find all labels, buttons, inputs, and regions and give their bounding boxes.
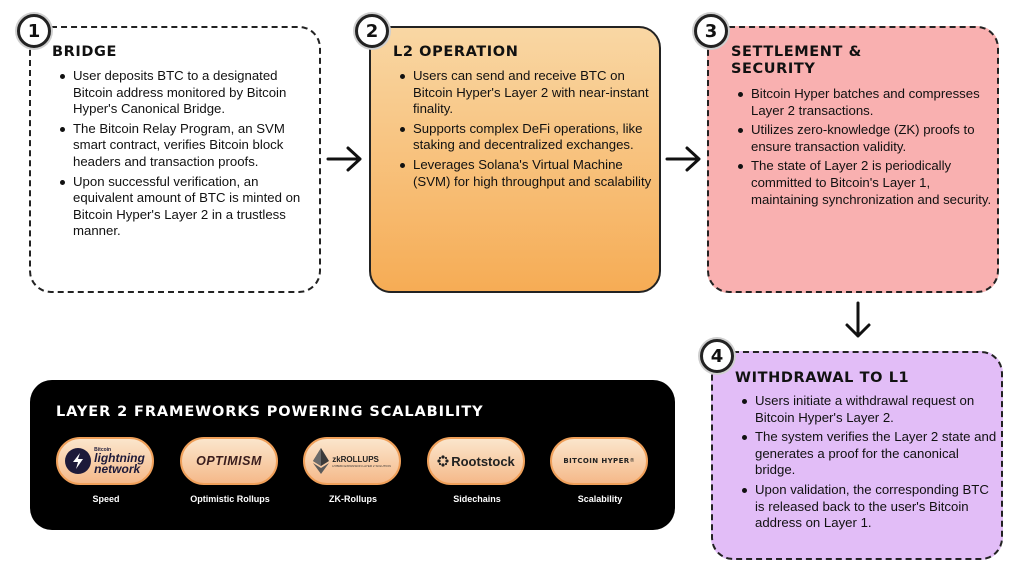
step-card-settlement-security: SETTLEMENT & SECURITY Bitcoin Hyper batc… — [707, 26, 999, 293]
step-number-badge: 2 — [355, 14, 389, 48]
frameworks-title: LAYER 2 FRAMEWORKS POWERING SCALABILITY — [56, 404, 484, 420]
bullet-item: Users initiate a withdrawal request on B… — [735, 393, 997, 426]
logo-text: network — [94, 462, 141, 476]
step-card-bridge: BRIDGE User deposits BTC to a designated… — [29, 26, 321, 293]
bullet-item: Users can send and receive BTC on Bitcoi… — [393, 68, 655, 118]
arrow-down-icon — [845, 301, 871, 338]
rootstock-dots-icon — [437, 455, 449, 467]
step-number-badge: 3 — [694, 14, 728, 48]
framework-caption: Sidechains — [453, 494, 501, 504]
framework-bitcoin-hyper: BITCOIN HYPER® Scalability — [550, 437, 650, 504]
step-bullets: Bitcoin Hyper batches and compresses Lay… — [731, 86, 993, 211]
step-card-withdrawal: WITHDRAWAL TO L1 Users initiate a withdr… — [711, 351, 1003, 560]
step-title: BRIDGE — [52, 44, 118, 60]
framework-logo-pill: Rootstock — [427, 437, 525, 485]
logo-sup: ® — [629, 458, 635, 464]
bullet-item: The system verifies the Layer 2 state an… — [735, 429, 997, 479]
framework-caption: Speed — [92, 494, 120, 504]
step-bullets: Users can send and receive BTC on Bitcoi… — [393, 68, 655, 193]
lightning-bolt-icon — [65, 448, 92, 474]
step-bullets: Users initiate a withdrawal request on B… — [735, 393, 997, 535]
ethereum-diamond-icon — [313, 448, 330, 474]
step-number-badge: 4 — [700, 339, 734, 373]
bullet-item: Supports complex DeFi operations, like s… — [393, 121, 655, 154]
logo-text: BITCOIN HYPER — [563, 457, 630, 465]
step-title: WITHDRAWAL TO L1 — [735, 370, 910, 386]
framework-caption: Optimistic Rollups — [190, 494, 270, 504]
arrow-right-icon — [665, 146, 701, 172]
logo-small-text: Bitcoin — [94, 447, 112, 453]
arrow-right-icon — [326, 146, 362, 172]
bullet-item: Bitcoin Hyper batches and compresses Lay… — [731, 86, 993, 119]
framework-logo-pill: OPTIMISM — [180, 437, 278, 485]
bullet-item: The Bitcoin Relay Program, an SVM smart … — [53, 121, 315, 171]
bullet-item: The state of Layer 2 is periodically com… — [731, 158, 993, 208]
bullet-item: Upon validation, the corresponding BTC i… — [735, 482, 997, 532]
bullet-item: User deposits BTC to a designated Bitcoi… — [53, 68, 315, 118]
step-title: L2 OPERATION — [393, 44, 519, 60]
framework-logo-pill: zkROLLUPS HYBRID EXPANSION LAYER 2 SOLUT… — [303, 437, 401, 485]
logo-text: lightning — [94, 451, 145, 465]
framework-rootstock: Rootstock Sidechains — [427, 437, 527, 504]
framework-optimism: OPTIMISM Optimistic Rollups — [180, 437, 280, 504]
framework-caption: ZK-Rollups — [329, 494, 377, 504]
frameworks-panel: LAYER 2 FRAMEWORKS POWERING SCALABILITY … — [30, 380, 675, 530]
logo-small-text: HYBRID EXPANSION LAYER 2 SOLUTION — [332, 463, 391, 468]
framework-logo-pill: Bitcoin lightning network — [56, 437, 154, 485]
logo-text: zkROLLUPS — [332, 454, 379, 464]
framework-caption: Scalability — [577, 494, 623, 504]
step-title: SETTLEMENT & SECURITY — [731, 44, 862, 77]
bullet-item: Utilizes zero-knowledge (ZK) proofs to e… — [731, 122, 993, 155]
bullet-item: Upon successful verification, an equival… — [53, 174, 315, 240]
logo-text: Rootstock — [451, 453, 515, 469]
step-number-badge: 1 — [17, 14, 51, 48]
framework-lightning-network: Bitcoin lightning network Speed — [56, 437, 156, 504]
bullet-item: Leverages Solana's Virtual Machine (SVM)… — [393, 157, 655, 190]
framework-logo-pill: BITCOIN HYPER® — [550, 437, 648, 485]
step-card-l2-operation: L2 OPERATION Users can send and receive … — [369, 26, 661, 293]
framework-zk-rollups: zkROLLUPS HYBRID EXPANSION LAYER 2 SOLUT… — [303, 437, 403, 504]
step-bullets: User deposits BTC to a designated Bitcoi… — [53, 68, 315, 243]
logo-text: OPTIMISM — [196, 454, 262, 468]
